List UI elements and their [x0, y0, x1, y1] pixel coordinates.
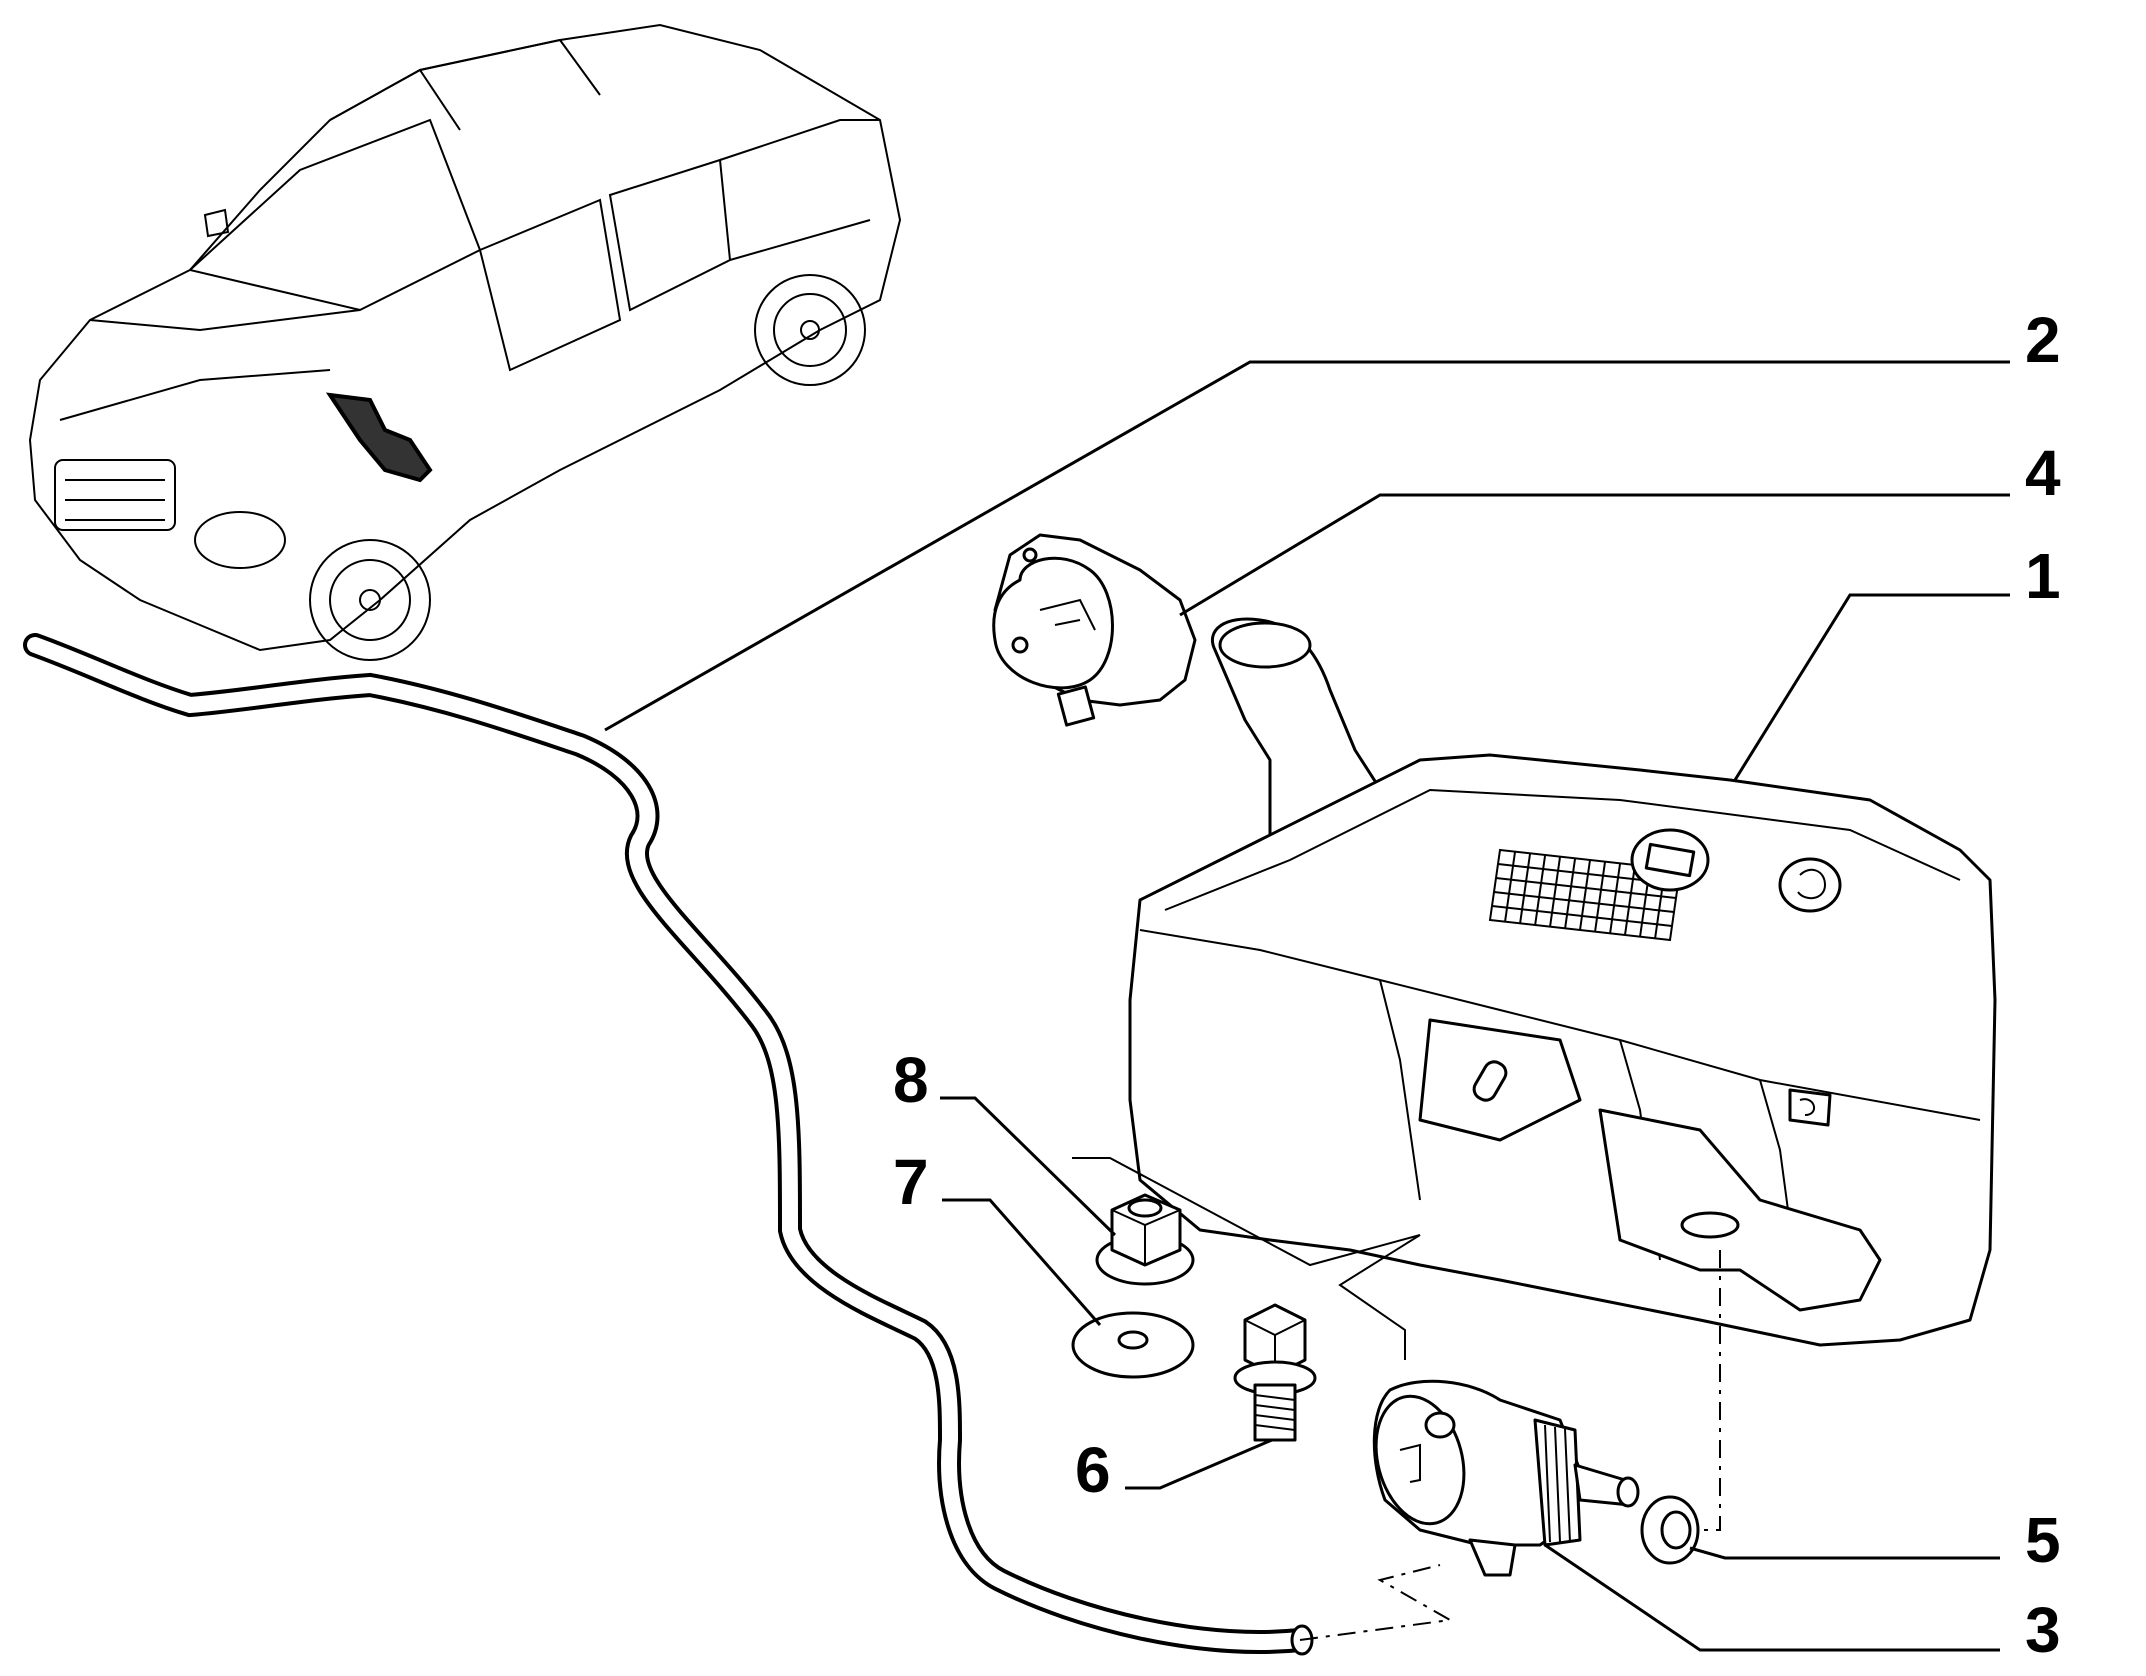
level-label-grid [1488, 848, 1682, 942]
callout-4: 4 [2025, 437, 2061, 509]
pump-grommet-icon [1640, 1495, 1700, 1565]
flat-washer-icon [1071, 1311, 1195, 1379]
reservoir-filler-cap-icon [992, 533, 1197, 727]
leader-lines [604, 360, 2010, 1652]
washer-pump-icon [1372, 1379, 1640, 1577]
flange-nut-icon [1095, 1193, 1195, 1286]
recycle-mark-icon [1778, 857, 1842, 913]
pickup-truck-icon [28, 23, 902, 661]
callout-1: 1 [2025, 540, 2061, 612]
callout-5: 5 [2025, 1504, 2061, 1576]
callout-labels: 2 4 1 8 7 6 5 3 [893, 304, 2061, 1666]
assembly-guide-lines [1072, 1157, 1721, 1641]
flange-bolt-icon [1233, 1303, 1317, 1442]
washer-fluid-reservoir-icon [1128, 617, 1997, 1347]
callout-3: 3 [2025, 1594, 2061, 1666]
callout-7: 7 [893, 1146, 929, 1218]
callout-2: 2 [2025, 304, 2061, 376]
washer-hose-icon [23, 633, 1314, 1656]
callout-8: 8 [893, 1044, 929, 1116]
callout-6: 6 [1075, 1434, 1111, 1506]
